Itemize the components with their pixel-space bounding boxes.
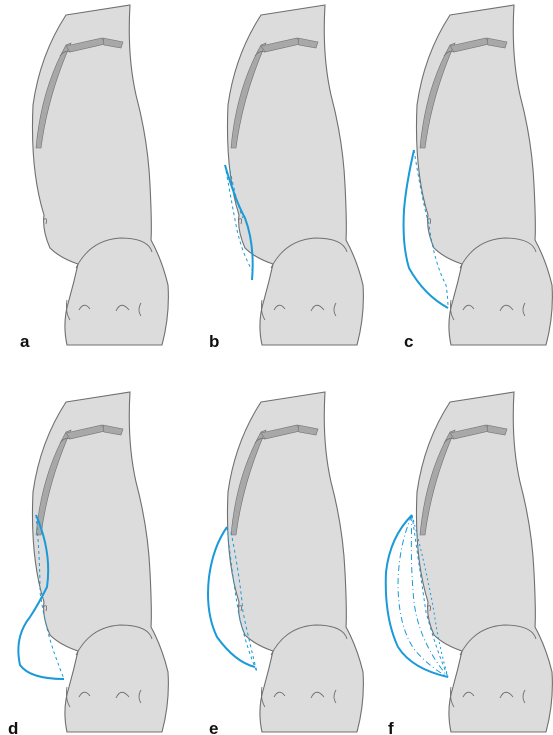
panel-label-a: a: [20, 332, 30, 351]
panel-label-c: c: [404, 332, 413, 351]
panel-label-e: e: [209, 719, 218, 735]
panel-a: a: [20, 5, 168, 351]
torso-silhouette: [227, 5, 363, 345]
torso-silhouette: [32, 5, 168, 345]
panel-label-f: f: [388, 719, 394, 735]
torso-silhouette: [32, 392, 168, 732]
panel-f: f: [386, 392, 553, 735]
panel-e: e: [208, 392, 363, 735]
torso-silhouette: [227, 392, 363, 732]
panel-d: d: [8, 392, 168, 735]
panel-label-d: d: [8, 719, 18, 735]
panel-label-b: b: [209, 332, 219, 351]
torso-silhouette: [416, 392, 552, 732]
panel-c: c: [404, 5, 553, 351]
panel-b: b: [209, 5, 363, 351]
torso-silhouette: [416, 5, 552, 345]
